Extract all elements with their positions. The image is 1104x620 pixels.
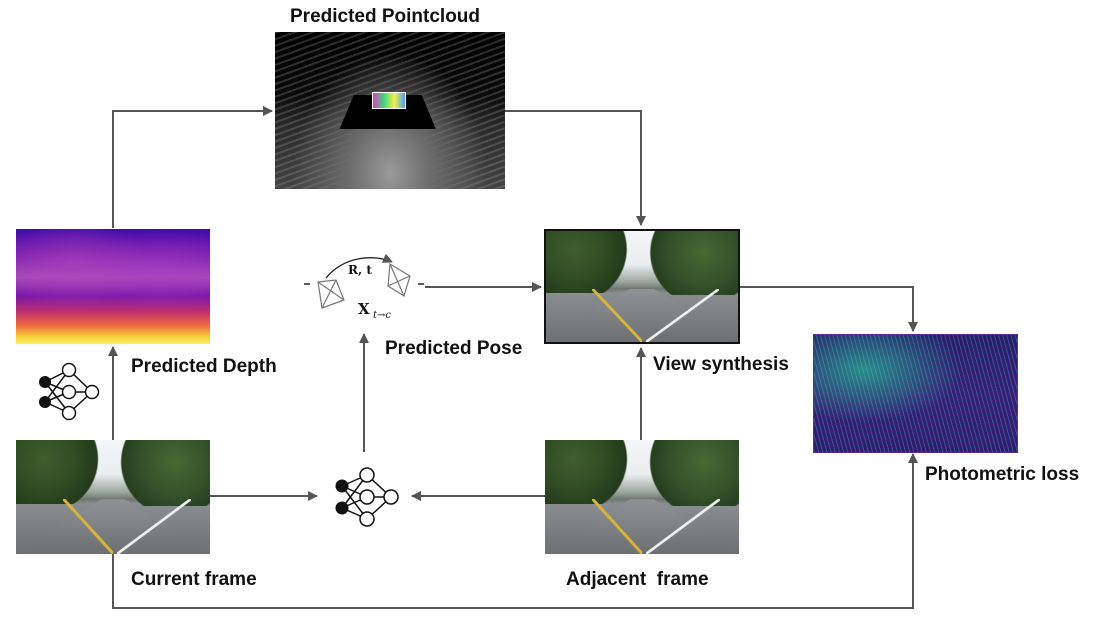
pose-motion-arc [325, 253, 393, 279]
pose-label: Predicted Pose [385, 338, 523, 359]
pose-transform-sub: t→c [373, 310, 391, 321]
depth-map-image [16, 229, 210, 344]
arrow-current-to-loss [112, 453, 918, 609]
adjacent-frame-image [545, 440, 739, 554]
pointcloud-image [275, 32, 505, 189]
pose-network-icon [335, 467, 399, 527]
current-frame-label: Current frame [131, 569, 257, 590]
arrow-depth-to-pointcloud [112, 106, 273, 228]
car-bounding-box [371, 91, 406, 110]
current-frame-image [16, 440, 210, 554]
pointcloud-label: Predicted Pointcloud [290, 6, 481, 27]
photometric-loss-image [813, 334, 1018, 453]
pose-transform-main: X [358, 300, 370, 318]
view-synthesis-label: View synthesis [653, 354, 789, 375]
view-synthesis-image [544, 229, 740, 344]
photometric-loss-label: Photometric loss [925, 464, 1080, 485]
arrow-pointcloud-to-view-synthesis [505, 110, 646, 226]
depth-network-icon [39, 362, 100, 421]
adjacent-frame-label: Adjacent frame [566, 569, 709, 590]
depth-label: Predicted Depth [131, 356, 277, 377]
arrow-view-synthesis-to-loss [740, 286, 918, 332]
pose-diagram: R, t X t→c [304, 253, 424, 321]
pose-rotation-translation: R, t [348, 263, 372, 277]
